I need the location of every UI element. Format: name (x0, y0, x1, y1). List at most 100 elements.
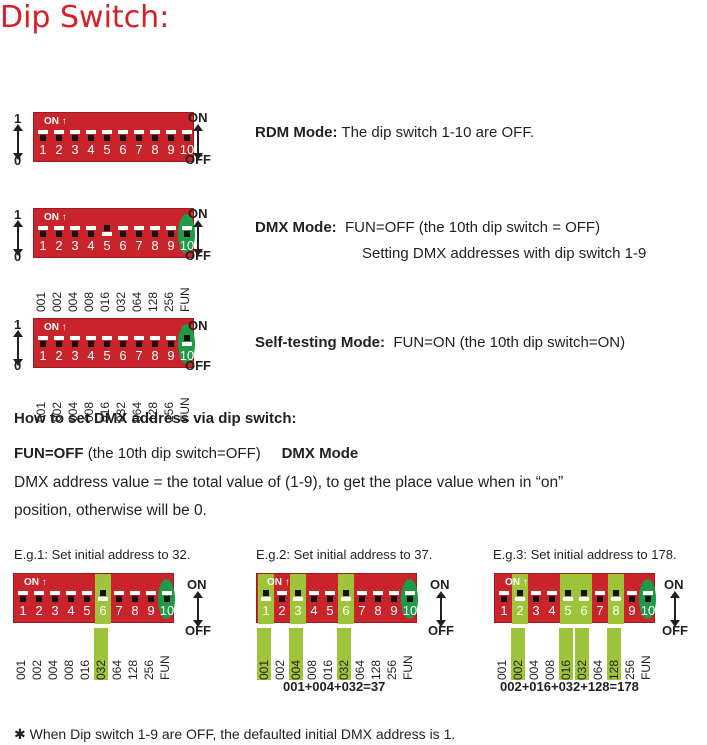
dip-value-label: 064 (110, 659, 124, 680)
dip-number: 9 (147, 603, 155, 618)
mode-label: Self-testing Mode: (255, 334, 385, 351)
up-down-arrow-icon (11, 124, 25, 160)
dip-lever-10 (162, 590, 172, 602)
right-off-label: OFF (428, 623, 454, 638)
dip-lever-2 (54, 129, 64, 141)
dip-number: 7 (135, 348, 143, 363)
example2-caption: E.g.2: Set initial address to 37. (256, 547, 433, 562)
on-label: ON ↑ (267, 577, 290, 588)
mode-text: FUN=OFF (the 10th dip switch = OFF) (345, 219, 601, 236)
dip-lever-9 (166, 225, 176, 237)
fun-off-line: FUN=OFF (the 10th dip switch=OFF) DMX Mo… (14, 445, 358, 462)
dip-number: 7 (115, 603, 123, 618)
dip-lever-6 (118, 335, 128, 347)
dip-value-label: 016 (78, 659, 92, 680)
dip-lever-7 (357, 590, 367, 602)
dip-lever-9 (146, 590, 156, 602)
dip-value-label: 256 (623, 659, 637, 680)
dip-number: 7 (358, 603, 366, 618)
right-on-label: ON (188, 318, 208, 333)
right-on-label: ON (187, 577, 207, 592)
right-on-label: ON (430, 577, 450, 592)
fun-off-bold: FUN=OFF (14, 445, 84, 462)
dip-lever-1 (18, 590, 28, 602)
dip-lever-3 (70, 225, 80, 237)
dip-number: 9 (628, 603, 636, 618)
dip-value-label: 001 (495, 659, 509, 680)
up-down-arrow-icon (11, 220, 25, 256)
right-off-label: OFF (185, 152, 211, 167)
dmx-description: DMX Mode: FUN=OFF (the 10th dip switch =… (255, 219, 600, 236)
dip-number: 2 (55, 348, 63, 363)
howto-paragraph-line2: position, otherwise will be 0. (14, 502, 207, 519)
dip-lever-9 (166, 129, 176, 141)
dip-number: 2 (516, 603, 524, 618)
dip-number: 8 (151, 142, 159, 157)
dip-number: 3 (532, 603, 540, 618)
dip-lever-2 (277, 590, 287, 602)
dip-lever-3 (70, 335, 80, 347)
dip-value-label: 016 (321, 659, 335, 680)
dip-lever-6 (118, 225, 128, 237)
dip-number: 10 (402, 603, 418, 618)
dip-number: 8 (151, 348, 159, 363)
example3-sum: 002+016+032+128=178 (500, 679, 639, 694)
on-label: ON ↑ (505, 577, 528, 588)
dip-number: 5 (326, 603, 334, 618)
dip-lever-4 (66, 590, 76, 602)
dip-number: 9 (167, 142, 175, 157)
dip-value-label: 004 (46, 659, 60, 680)
dip-number: 1 (39, 238, 47, 253)
dip-value-label: 032 (94, 628, 108, 680)
dip-lever-7 (134, 225, 144, 237)
dip-lever-8 (373, 590, 383, 602)
dip-lever-1 (38, 129, 48, 141)
dip-number: 7 (135, 238, 143, 253)
left-zero-label: 0 (14, 358, 22, 373)
dip-lever-5 (102, 335, 112, 347)
dip-value-label: 128 (369, 659, 383, 680)
dip-number: 10 (159, 603, 175, 618)
dip-number: 4 (310, 603, 318, 618)
dip-number: 6 (119, 348, 127, 363)
dip-number: 4 (548, 603, 556, 618)
dip-value-label: 002 (50, 291, 64, 312)
left-one-label: 1 (14, 111, 22, 126)
fun-off-rest: (the 10th dip switch=OFF) (87, 445, 261, 462)
dip-lever-4 (309, 590, 319, 602)
dip-value-label: 001 (14, 659, 28, 680)
dip-value-label: 008 (62, 659, 76, 680)
left-one-label: 1 (14, 317, 22, 332)
dip-lever-5 (325, 590, 335, 602)
dip-value-label: 002 (273, 659, 287, 680)
dip-lever-5 (102, 129, 112, 141)
dip-number: 5 (103, 142, 111, 157)
dip-number: 3 (294, 603, 302, 618)
dip-lever-5 (82, 590, 92, 602)
dip-lever-9 (389, 590, 399, 602)
dip-lever-4 (86, 129, 96, 141)
dip-value-label: 032 (114, 291, 128, 312)
dip-number: 3 (71, 238, 79, 253)
dip-value-label: 008 (543, 659, 557, 680)
dip-number: 5 (564, 603, 572, 618)
dip-value-label: 032 (575, 628, 589, 680)
dip-value-label: FUN (158, 655, 172, 680)
dip-number: 8 (131, 603, 139, 618)
rdm-description: RDM Mode: The dip switch 1-10 are OFF. (255, 124, 534, 141)
right-on-label: ON (188, 206, 208, 221)
dip-number: 1 (500, 603, 508, 618)
howto-heading: How to set DMX address via dip switch: (14, 410, 297, 427)
dip-value-label: FUN (178, 287, 192, 312)
dip-value-label: 128 (146, 291, 160, 312)
dip-value-label: 064 (130, 291, 144, 312)
dip-lever-6 (579, 590, 589, 602)
dip-lever-2 (54, 335, 64, 347)
dip-number: 10 (640, 603, 656, 618)
dip-number: 8 (612, 603, 620, 618)
dip-value-label: 002 (30, 659, 44, 680)
example2-sum: 001+004+032=37 (283, 679, 386, 694)
dip-number: 3 (71, 348, 79, 363)
right-off-label: OFF (185, 248, 211, 263)
